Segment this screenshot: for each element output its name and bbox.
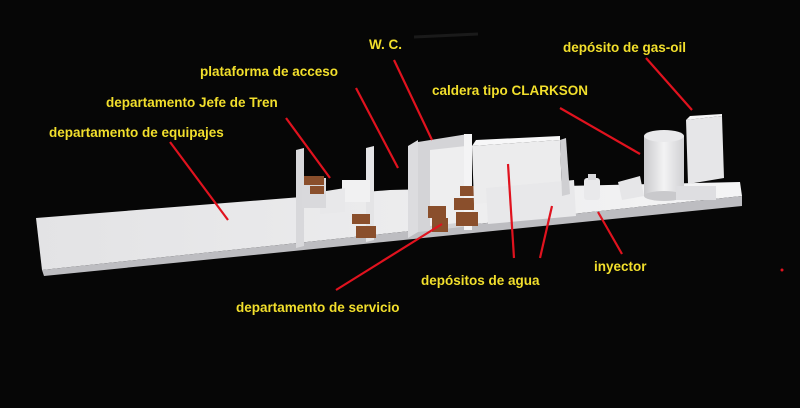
label-gasoil: depósito de gas-oil <box>563 41 686 55</box>
label-jefe-tren: departamento Jefe de Tren <box>106 96 278 110</box>
stray-dot <box>781 269 784 272</box>
label-inyector: inyector <box>594 260 647 274</box>
label-wc: W. C. <box>369 38 402 52</box>
boiler-base <box>618 176 644 200</box>
label-depositos-agua: depósitos de agua <box>421 274 540 288</box>
label-plataforma-acceso: plataforma de acceso <box>200 65 338 79</box>
label-equipajes: departamento de equipajes <box>49 126 224 140</box>
label-caldera: caldera tipo CLARKSON <box>432 84 588 98</box>
water-tanks-box <box>472 136 576 224</box>
injector-part <box>584 174 600 200</box>
wc-underline <box>414 34 478 37</box>
label-servicio: departamento de servicio <box>236 301 400 315</box>
gasoil-tank <box>644 114 724 201</box>
